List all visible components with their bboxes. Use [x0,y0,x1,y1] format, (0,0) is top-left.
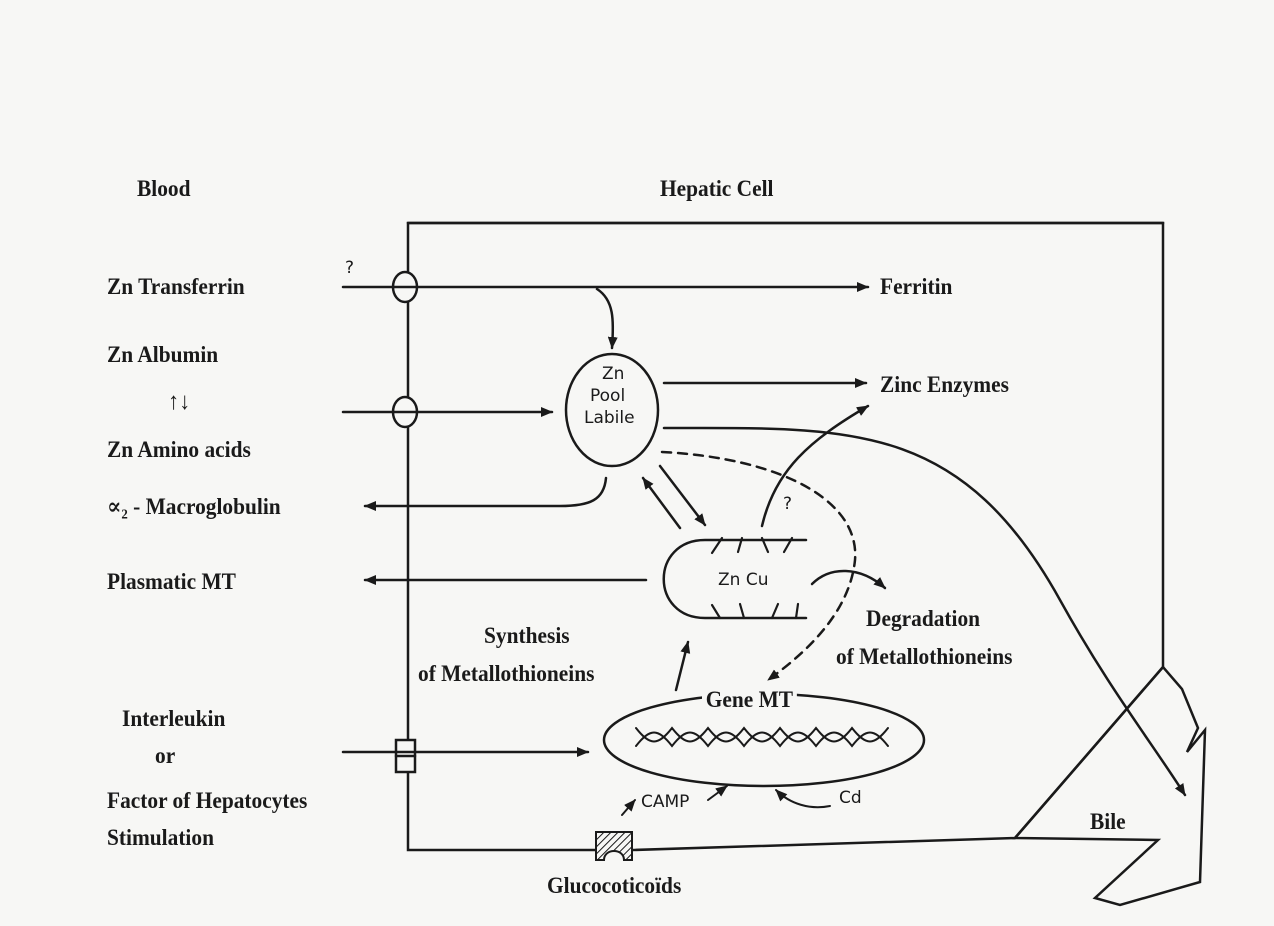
stimulation-label: Stimulation [107,826,214,849]
synthesis-label-line2: of Metallothioneins [418,662,594,685]
mt-unknown-mark: ? [783,494,792,514]
interleukin-label: Interleukin [122,707,225,730]
arrow-camp-left [622,800,635,815]
pool-label-pool: Pool [590,386,625,406]
zn-transferrin-label: Zn Transferrin [107,275,245,298]
arrow-pool-mt [660,466,705,525]
gene-mt-label: Gene MT [702,688,797,711]
zn-amino-acids-label: Zn Amino acids [107,438,251,461]
plasmatic-mt-label: Plasmatic MT [107,570,236,593]
arrow-cd [776,790,830,807]
cd-label: Cd [839,788,862,808]
degradation-label-line2: of Metallothioneins [836,645,1012,668]
dna-helix [636,728,888,742]
pool-label-zn: Zn [602,364,624,384]
pool-label-labile: Labile [584,408,635,428]
arrow-mt-zincenzymes [762,406,868,526]
arrow-synthesis [676,642,688,690]
ferritin-label: Ferritin [880,275,952,298]
blood-label: Blood [137,177,191,200]
arrow-pool-macroglobulin [365,478,606,506]
factor-label: Factor of Hepatocytes [107,789,307,812]
mt-complex-label: Zn Cu [718,570,768,590]
hepatic-cell-label: Hepatic Cell [660,177,773,200]
glucocorticoid-receptor [596,832,632,860]
synthesis-label-line1: Synthesis [484,624,570,647]
glucocorticoids-label: Glucocoticoïds [547,874,681,897]
zinc-enzymes-label: Zinc Enzymes [880,373,1009,396]
arrow-camp-right [708,786,727,800]
degradation-label-line1: Degradation [866,607,980,630]
arrow-degradation [812,571,885,588]
bile-arrow-shape [1015,667,1205,905]
bile-label: Bile [1090,810,1126,833]
equilibrium-arrows: ↑↓ [168,390,190,414]
transport-unknown-mark: ? [345,258,354,278]
camp-label: CAMP [641,792,689,812]
arrow-pool-gene-dashed [662,452,855,680]
zn-albumin-label: Zn Albumin [107,343,218,366]
macroglobulin-label: ∝₂ - Macroglobulin [107,495,281,518]
cell-membrane [408,223,1163,850]
or-label: or [155,744,175,767]
arrow-transferrin-pool [597,289,613,348]
